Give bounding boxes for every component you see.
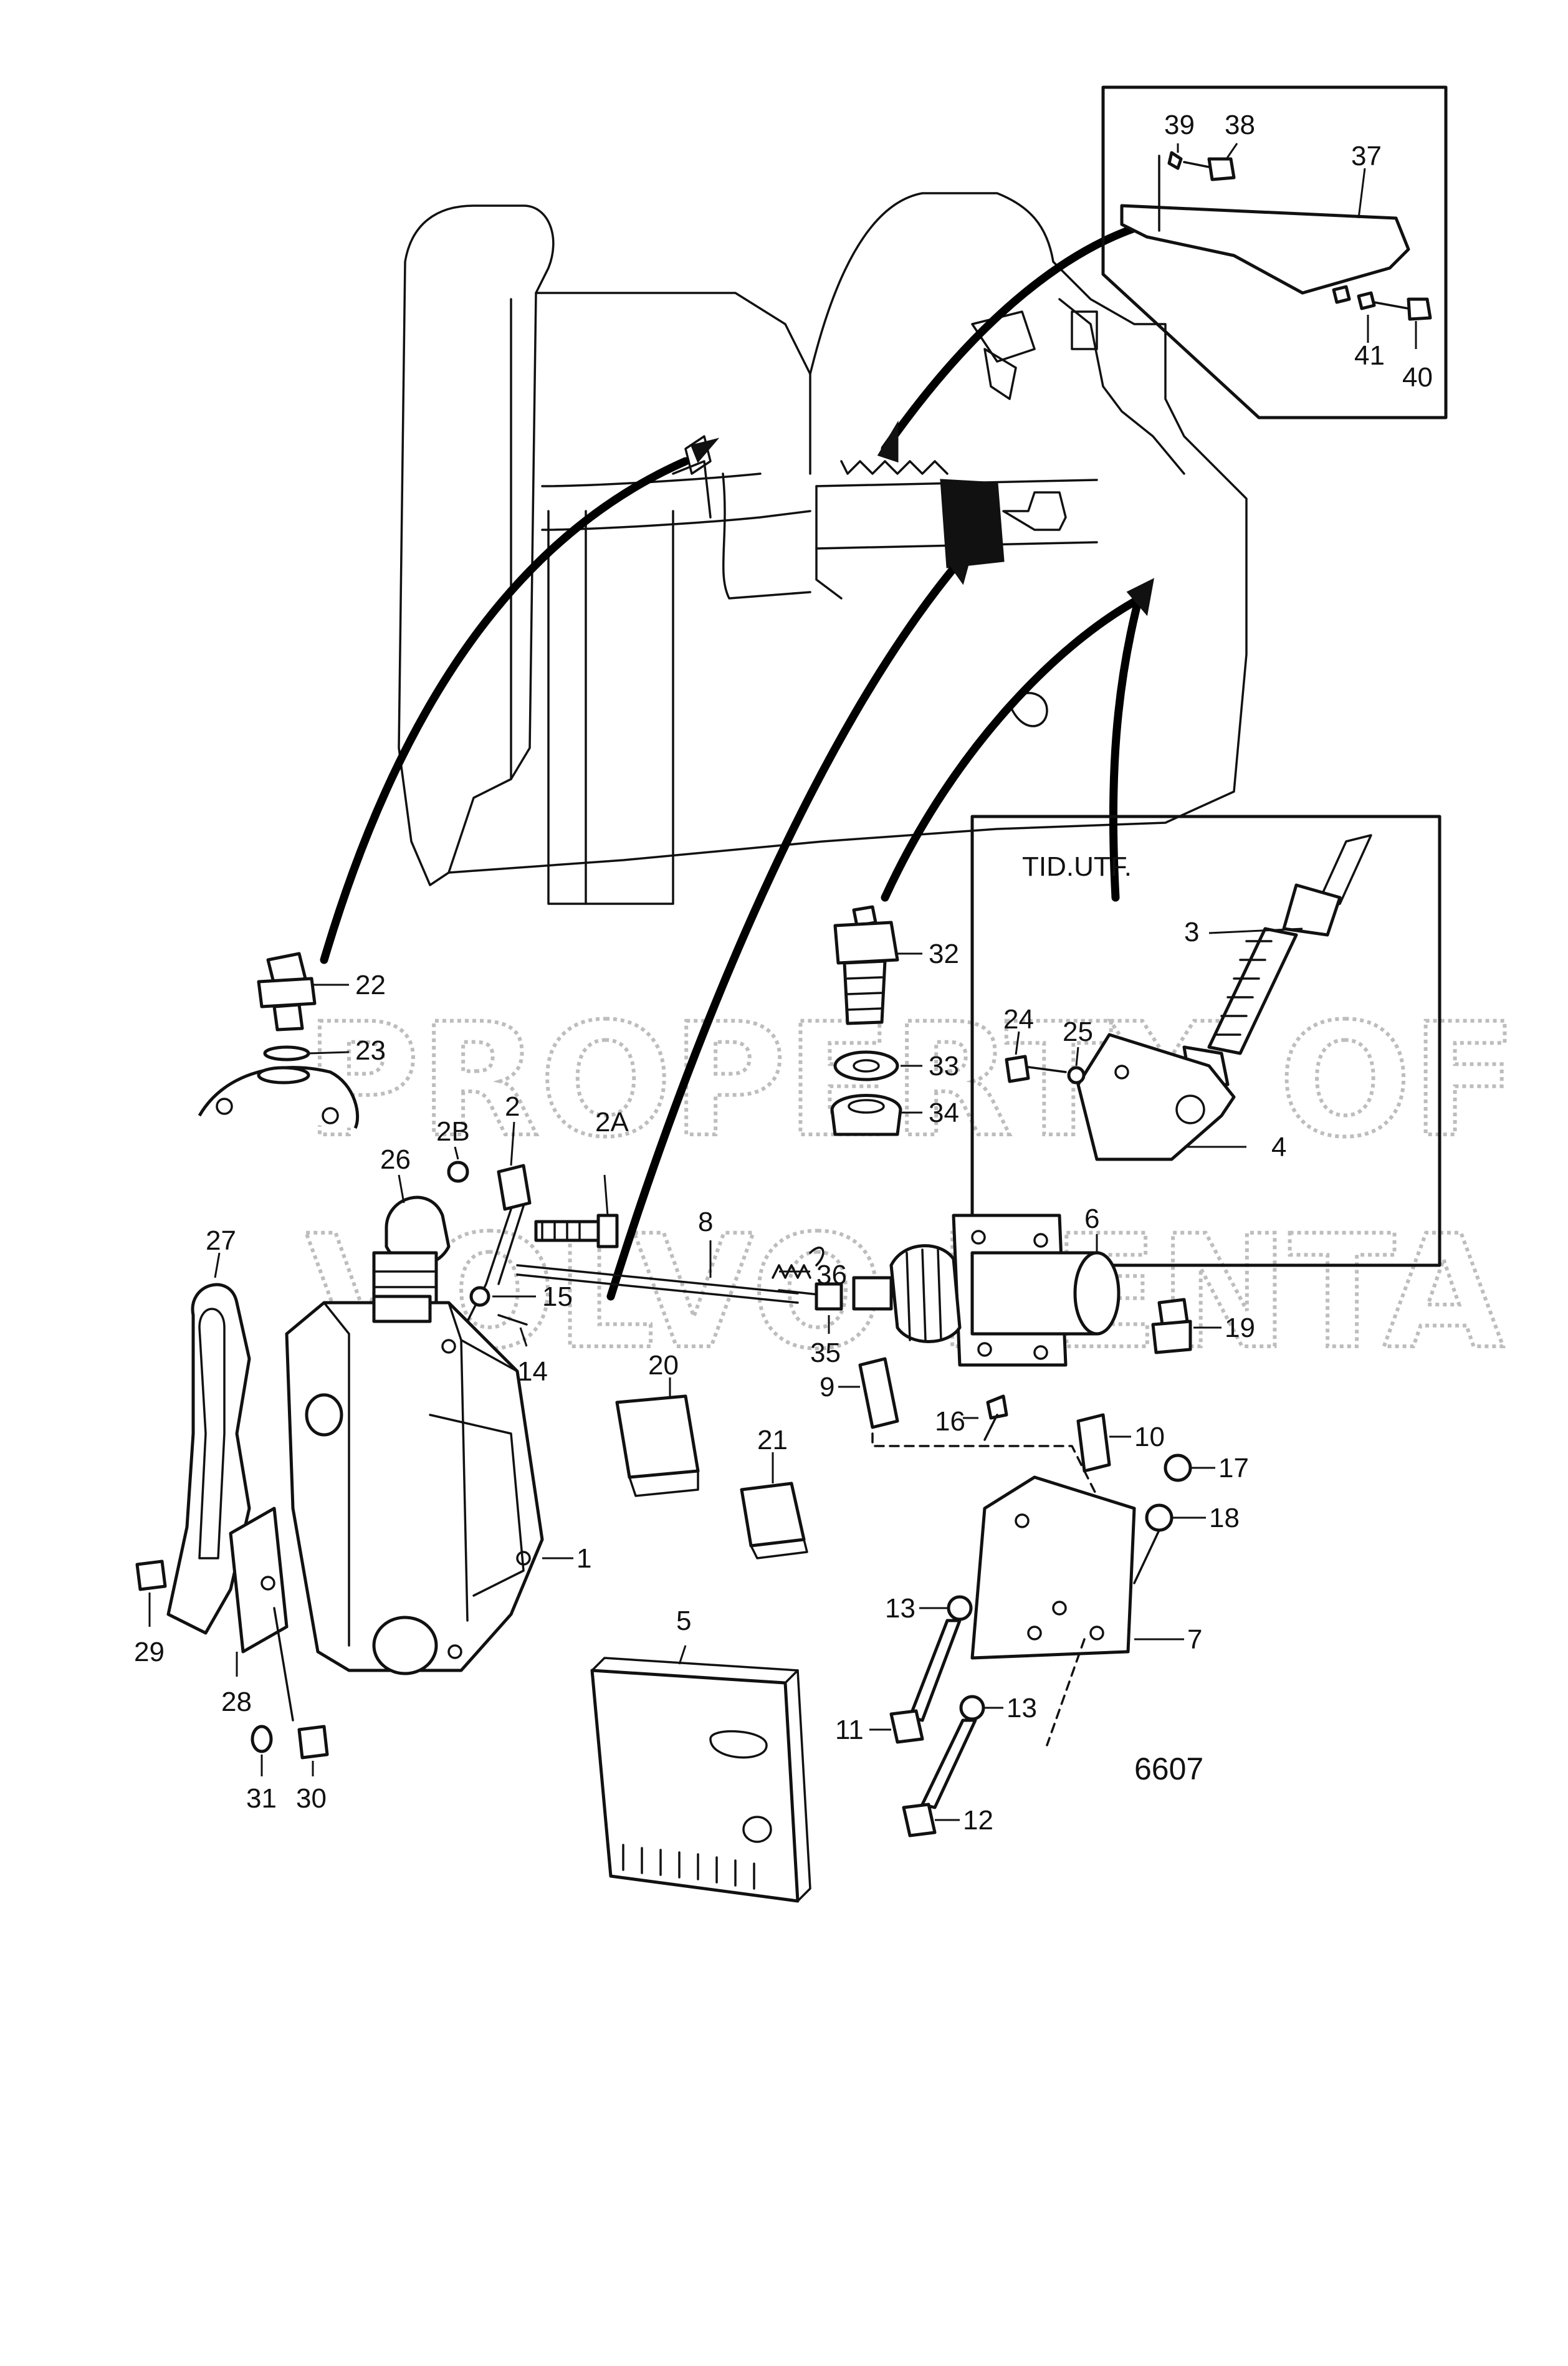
label-17: 17 — [1218, 1453, 1249, 1483]
label-10: 10 — [1134, 1422, 1165, 1452]
label-29: 29 — [134, 1637, 165, 1667]
label-31: 31 — [246, 1783, 277, 1814]
screw-30 — [297, 1725, 329, 1760]
label-36: 36 — [816, 1260, 847, 1290]
adapter-34 — [830, 1094, 902, 1136]
label-19: 19 — [1225, 1313, 1255, 1343]
label-40: 40 — [1402, 362, 1433, 393]
nut-2B — [447, 1161, 469, 1183]
label-41: 41 — [1354, 340, 1385, 371]
label-2B: 2B — [436, 1116, 470, 1147]
nut-33 — [833, 1050, 899, 1081]
relay-21 — [740, 1482, 806, 1548]
mount-surface — [198, 1066, 360, 1129]
label-28: 28 — [221, 1687, 252, 1717]
label-37: 37 — [1351, 141, 1382, 171]
inset-note: TID.UTF. — [1022, 851, 1132, 882]
label-1: 1 — [576, 1543, 591, 1574]
label-35: 35 — [810, 1338, 841, 1368]
heat-shield-37 — [1120, 204, 1410, 295]
label-11: 11 — [835, 1715, 864, 1745]
label-25: 25 — [1063, 1017, 1093, 1047]
washer-13-b — [959, 1695, 985, 1721]
label-39: 39 — [1164, 110, 1195, 140]
washer-23 — [263, 1045, 310, 1061]
plug-29 — [135, 1559, 167, 1591]
label-3: 3 — [1184, 917, 1199, 947]
inset-bracket-group: 39 38 37 41 40 — [1101, 85, 1448, 419]
label-7: 7 — [1187, 1624, 1202, 1655]
label-12: 12 — [963, 1805, 993, 1836]
lever-2 — [497, 1164, 532, 1211]
label-16: 16 — [935, 1406, 965, 1437]
engine-outline — [398, 192, 1248, 905]
pin-9 — [858, 1357, 899, 1429]
bolt-19 — [1151, 1320, 1192, 1354]
pin-14 — [497, 1314, 528, 1326]
label-27: 27 — [206, 1225, 236, 1256]
figure-number: 6607 — [1134, 1751, 1203, 1786]
washer-18 — [1145, 1503, 1174, 1532]
label-30: 30 — [296, 1783, 327, 1814]
bracket-4 — [1076, 1033, 1236, 1161]
nut-17 — [1164, 1454, 1192, 1482]
solenoid-assembly: 6 16 9 10 19 7 17 18 — [820, 1204, 1255, 1837]
label-8: 8 — [698, 1207, 713, 1237]
governor-housing-1 — [285, 1301, 544, 1672]
inset-tidutf-group: TID.UTF. 3 4 24 25 — [970, 815, 1441, 1267]
screw-16 — [983, 1414, 998, 1441]
label-13-a: 13 — [885, 1593, 915, 1624]
mount-plate-7 — [970, 1475, 1136, 1660]
label-2: 2 — [505, 1091, 520, 1122]
label-6: 6 — [1084, 1204, 1099, 1234]
relay-20 — [615, 1394, 700, 1479]
label-33: 33 — [929, 1051, 959, 1081]
label-9: 9 — [820, 1372, 834, 1402]
label-22: 22 — [355, 970, 386, 1000]
sensor-22 — [272, 1003, 304, 1032]
label-14: 14 — [517, 1356, 548, 1387]
label-2A: 2A — [595, 1107, 629, 1138]
electronic-units: 20 21 5 — [590, 1350, 811, 1903]
label-20: 20 — [648, 1350, 679, 1381]
label-23: 23 — [355, 1035, 386, 1066]
cover-28 — [229, 1506, 289, 1654]
washer-15 — [469, 1286, 490, 1307]
inset-tidutf-frame — [970, 815, 1441, 1267]
label-26: 26 — [380, 1144, 411, 1175]
washer-13-a — [947, 1595, 973, 1621]
label-34: 34 — [929, 1098, 959, 1128]
bolt-12 — [920, 1718, 977, 1809]
linkage-parts: 26 2B 2 2A 8 36 35 15 14 — [372, 1091, 847, 1387]
sensor-parts: 22 23 32 33 34 — [198, 905, 959, 1136]
label-18: 18 — [1209, 1503, 1240, 1533]
pointer-arrows — [320, 214, 1176, 1301]
pin-10 — [1076, 1413, 1111, 1473]
spring-36 — [772, 1264, 811, 1279]
bolt-11 — [908, 1619, 962, 1722]
label-15: 15 — [542, 1281, 573, 1312]
washer-31 — [251, 1725, 273, 1753]
label-5: 5 — [676, 1606, 691, 1636]
housing-assembly: 1 27 28 29 31 30 — [134, 1225, 591, 1814]
label-38: 38 — [1225, 110, 1255, 140]
cable-sleeve-3 — [1207, 927, 1298, 1055]
label-32: 32 — [929, 939, 959, 969]
gasket-27 — [166, 1283, 251, 1635]
inset-frame — [1101, 85, 1448, 419]
label-4: 4 — [1271, 1132, 1286, 1162]
watermark-line-1: PROPERTY OF — [305, 990, 1518, 1171]
nut-35 — [815, 1282, 843, 1311]
label-21: 21 — [757, 1425, 788, 1455]
label-13-b: 13 — [1006, 1693, 1037, 1723]
label-24: 24 — [1003, 1004, 1034, 1035]
pump-body-black — [940, 479, 1005, 568]
